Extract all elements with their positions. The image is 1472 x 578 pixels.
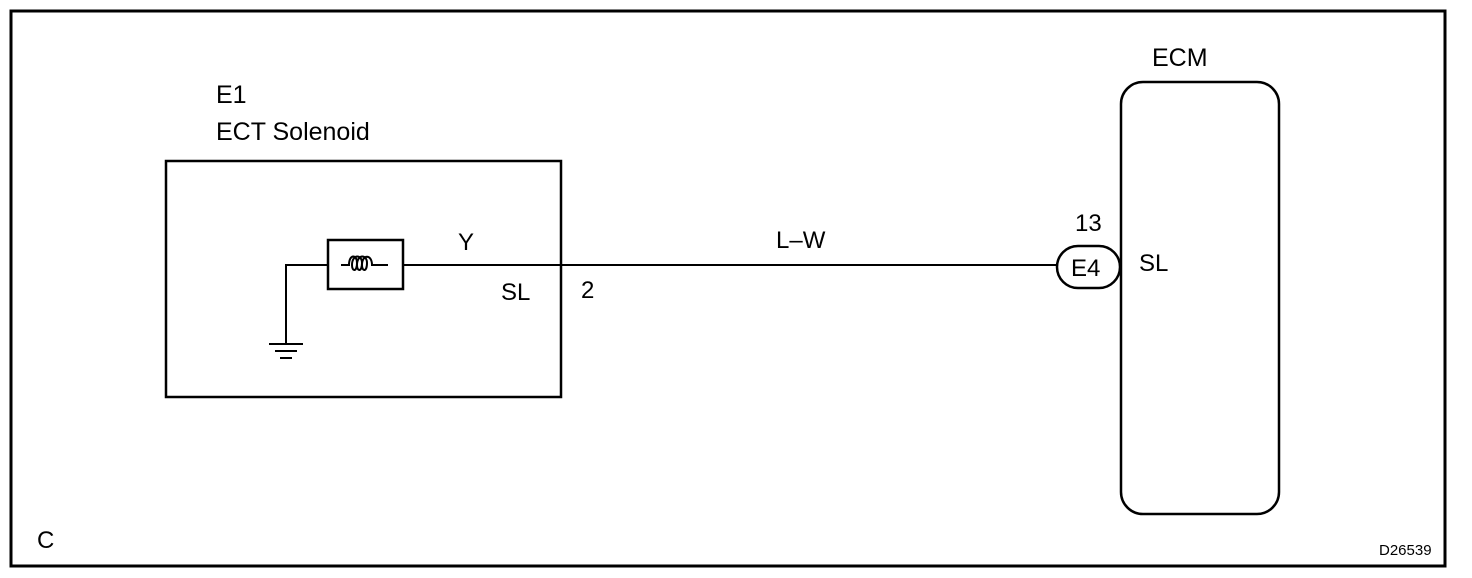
- solenoid-terminal-label: SL: [501, 279, 530, 306]
- ground-wire: [285, 264, 328, 344]
- ecm-box: [1119, 80, 1281, 516]
- ecm-pin-label: 13: [1075, 210, 1102, 237]
- ground-icon: [269, 343, 303, 359]
- solenoid-connector-id: E1: [216, 81, 247, 109]
- ecm-connector-label: E4: [1071, 255, 1100, 282]
- diagram-frame: [9, 9, 1447, 568]
- solenoid-box: [164, 159, 563, 399]
- ecm-terminal-label: SL: [1139, 250, 1168, 277]
- ecm-title: ECM: [1152, 44, 1208, 72]
- wire-color-label: L–W: [776, 227, 826, 254]
- solenoid-name: ECT Solenoid: [216, 118, 370, 146]
- internal-wire-color-label: Y: [458, 229, 474, 256]
- coil-icon: [326, 238, 405, 291]
- corner-letter: C: [37, 527, 54, 554]
- solenoid-pin-label: 2: [581, 277, 594, 304]
- figure-code: D26539: [1379, 542, 1432, 559]
